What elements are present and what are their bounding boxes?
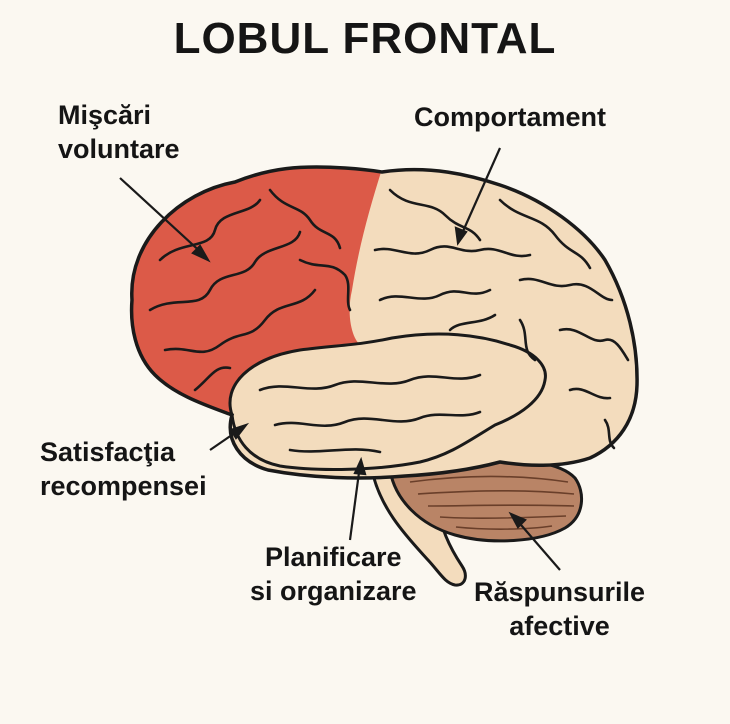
arrow-comportament <box>454 147 502 246</box>
label-line: Comportament <box>414 102 607 132</box>
frontal-lobe-highlight <box>131 166 388 420</box>
arrow-satisfactia <box>209 422 250 451</box>
label-miscari-voluntare: Mişcări voluntare <box>58 98 180 166</box>
label-raspunsurile-afective: Răspunsurile afective <box>474 575 645 643</box>
label-line: afective <box>509 611 610 641</box>
label-line: si organizare <box>250 576 417 606</box>
label-line: Planificare <box>264 542 402 572</box>
label-planificare-organizare: Planificare si organizare <box>250 540 417 608</box>
label-line: Mişcări <box>58 100 152 130</box>
label-line: Răspunsurile <box>474 577 646 607</box>
diagram-title: LOBUL FRONTAL <box>173 14 557 63</box>
label-comportament: Comportament <box>414 100 606 134</box>
pointer-arrows <box>119 147 561 571</box>
label-line: Satisfacţia <box>40 437 176 467</box>
label-line: recompensei <box>40 471 207 501</box>
arrow-raspunsurile <box>508 511 561 571</box>
cerebrum <box>129 165 639 480</box>
label-line: voluntare <box>58 134 180 164</box>
arrow-miscari <box>119 177 211 263</box>
label-satisfactia-recompensei: Satisfacţia recompensei <box>40 435 207 503</box>
temporal-lobe <box>228 332 547 471</box>
arrow-planificare <box>348 456 367 541</box>
